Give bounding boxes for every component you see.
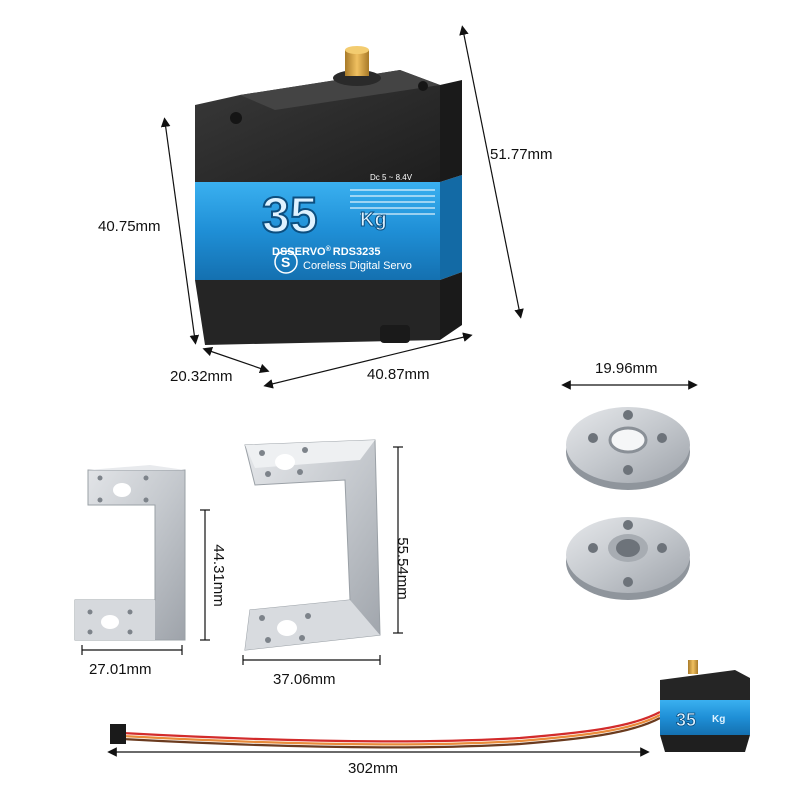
- cable-exit: [380, 325, 410, 343]
- servo-horn-bottom: [566, 517, 690, 600]
- connector-icon: [110, 724, 126, 744]
- small-bracket: [74, 465, 186, 641]
- servo-horn-top: [566, 407, 690, 490]
- brand-model-label: DSSERVO®RDS3235: [272, 245, 380, 258]
- brass-gear-icon: [345, 50, 369, 76]
- small-torque-label: 35: [676, 710, 696, 730]
- cable-length-label: 302mm: [348, 760, 399, 777]
- large-bracket-height-label: 55.54mm: [393, 537, 411, 600]
- servo-cable: [121, 711, 661, 749]
- small-bracket-width-label: 27.01mm: [89, 661, 152, 678]
- large-bracket-width-label: 37.06mm: [273, 671, 336, 688]
- servo-bottom-housing: [195, 280, 440, 345]
- servo-type-label: Coreless Digital Servo: [303, 260, 412, 272]
- servo-height-label: 51.77mm: [490, 146, 553, 163]
- torque-unit-label: Kg: [360, 209, 387, 231]
- servo-top-side: [440, 80, 462, 182]
- voltage-label: Dc 5 ~ 8.4V: [370, 173, 413, 182]
- main-servo: Dc 5 ~ 8.4V 35 Kg DSSERVO®RDS3235 Corele…: [195, 46, 462, 345]
- small-torque-unit: Kg: [712, 714, 725, 725]
- brand-logo-letter: S: [281, 254, 290, 270]
- screw-icon: [230, 112, 242, 124]
- horn-diameter-label: 19.96mm: [595, 360, 658, 377]
- servo-width-label: 40.87mm: [367, 366, 430, 383]
- screw-icon: [418, 81, 428, 91]
- servo-top-face: [240, 70, 440, 110]
- servo-bottom-side: [440, 272, 462, 340]
- main-servo-dimension-lines: [160, 25, 524, 389]
- torque-label: 35: [262, 187, 318, 243]
- gear-top: [345, 46, 369, 54]
- servo-band-side: [440, 175, 462, 280]
- speed-lines: [350, 189, 435, 215]
- servo-blue-band: [195, 182, 440, 280]
- small-servo: 35 Kg: [660, 660, 750, 752]
- servo-body-height-label: 40.75mm: [98, 218, 161, 235]
- servo-depth-label: 20.32mm: [170, 368, 233, 385]
- brand-logo-icon: [274, 250, 298, 274]
- small-bracket-height-label: 44.31mm: [209, 544, 227, 607]
- large-bracket: [244, 439, 381, 651]
